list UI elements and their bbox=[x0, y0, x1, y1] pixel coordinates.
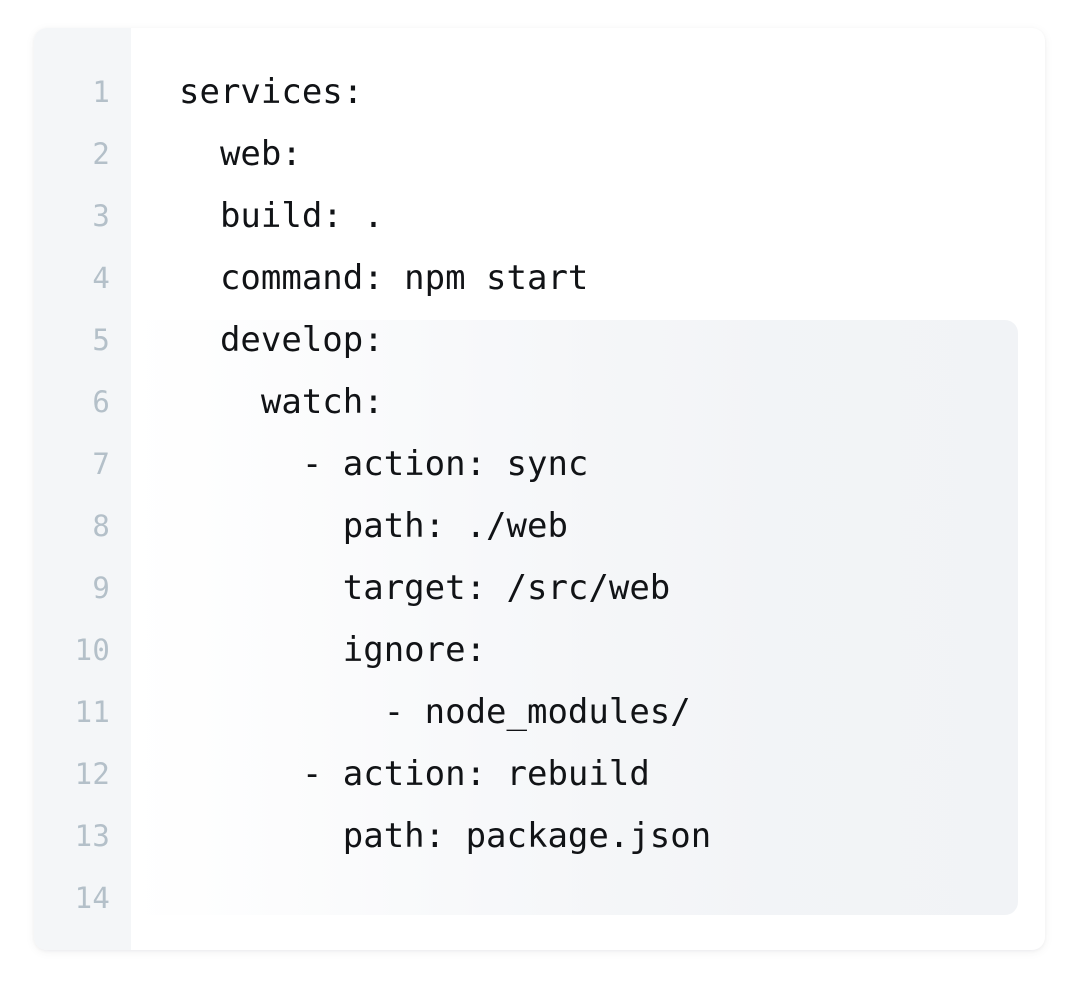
code-line[interactable]: watch: bbox=[179, 382, 384, 422]
line-number: 13 bbox=[74, 819, 110, 853]
code-line[interactable]: web: bbox=[179, 134, 302, 174]
line-number: 3 bbox=[92, 199, 110, 233]
line-number: 4 bbox=[92, 261, 110, 295]
line-number: 14 bbox=[74, 881, 110, 915]
line-number: 1 bbox=[92, 75, 110, 109]
line-number: 8 bbox=[92, 509, 110, 543]
code-line[interactable] bbox=[131, 867, 1045, 929]
line-number: 5 bbox=[92, 323, 110, 357]
line-number-gutter: 1 2 3 4 5 6 7 8 9 10 11 12 13 14 bbox=[34, 28, 131, 950]
code-line[interactable]: develop: bbox=[179, 320, 384, 360]
code-content[interactable]: services: web: build: . command: npm sta… bbox=[131, 61, 1045, 929]
line-number: 9 bbox=[92, 571, 110, 605]
code-line[interactable]: command: npm start bbox=[179, 258, 589, 298]
code-card: 1 2 3 4 5 6 7 8 9 10 11 12 13 14 service… bbox=[34, 28, 1045, 950]
line-number: 2 bbox=[92, 137, 110, 171]
line-number: 7 bbox=[92, 447, 110, 481]
code-line[interactable]: path: package.json bbox=[179, 816, 712, 856]
code-line[interactable]: target: /src/web bbox=[179, 568, 671, 608]
line-number-list: 1 2 3 4 5 6 7 8 9 10 11 12 13 14 bbox=[34, 61, 131, 929]
code-line[interactable]: path: ./web bbox=[179, 506, 568, 546]
code-line[interactable]: build: . bbox=[179, 196, 384, 236]
line-number: 6 bbox=[92, 385, 110, 419]
code-line[interactable]: services: bbox=[179, 72, 364, 112]
line-number: 11 bbox=[74, 695, 110, 729]
code-line[interactable]: ignore: bbox=[179, 630, 487, 670]
code-line[interactable]: - action: sync bbox=[179, 444, 589, 484]
line-number: 12 bbox=[74, 757, 110, 791]
line-number: 10 bbox=[74, 633, 110, 667]
code-line[interactable]: - node_modules/ bbox=[179, 692, 691, 732]
code-line[interactable]: - action: rebuild bbox=[179, 754, 650, 794]
